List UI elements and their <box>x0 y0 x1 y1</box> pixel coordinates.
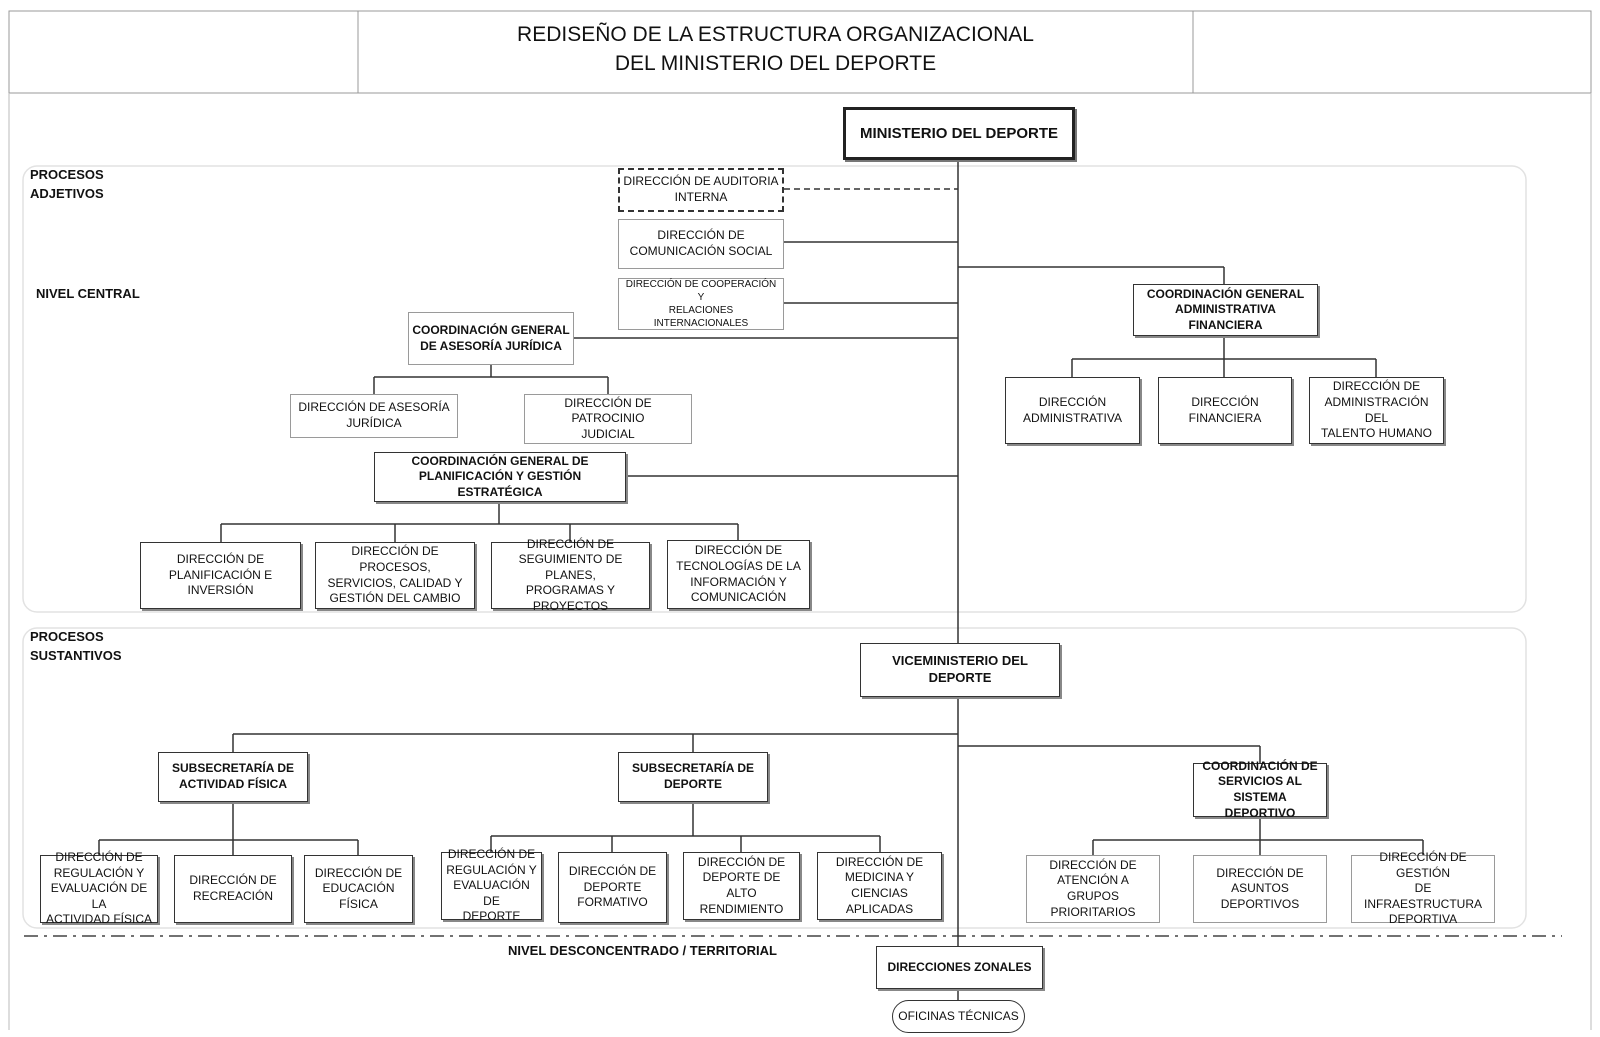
section-label-desconcentrado: NIVEL DESCONCENTRADO / TERRITORIAL <box>508 943 777 958</box>
box-dir-tecnologias: DIRECCIÓN DE TECNOLOGÍAS DE LA INFORMACI… <box>667 540 810 609</box>
box-comunicacion: DIRECCIÓN DE COMUNICACIÓN SOCIAL <box>618 219 784 269</box>
box-dir-planificacion: DIRECCIÓN DE PLANIFICACIÓN E INVERSIÓN <box>140 542 301 609</box>
box-direcciones-zonales: DIRECCIONES ZONALES <box>876 946 1043 989</box>
box-dir-alto-rendimiento: DIRECCIÓN DE DEPORTE DE ALTO RENDIMIENTO <box>683 852 800 920</box>
box-cg-planificacion: COORDINACIÓN GENERAL DE PLANIFICACIÓN Y … <box>374 452 626 502</box>
box-dir-regulacion-deporte: DIRECCIÓN DE REGULACIÓN Y EVALUACIÓN DE … <box>441 847 542 923</box>
box-sub-deporte: SUBSECRETARÍA DE DEPORTE <box>618 752 768 802</box>
box-dir-recreacion: DIRECCIÓN DE RECREACIÓN <box>174 855 292 923</box>
box-dir-infraestructura: DIRECCIÓN DE GESTIÓN DE INFRAESTRUCTURA … <box>1351 850 1495 926</box>
chart-title: REDISEÑO DE LA ESTRUCTURA ORGANIZACIONAL… <box>517 23 1034 76</box>
box-dir-financiera: DIRECCIÓN FINANCIERA <box>1158 377 1292 444</box>
section-label-sustantivos: PROCESOS SUSTANTIVOS <box>30 629 122 663</box>
box-dir-administrativa: DIRECCIÓN ADMINISTRATIVA <box>1005 377 1140 444</box>
box-dir-asesoria-juridica: DIRECCIÓN DE ASESORÍA JURÍDICA <box>290 394 458 438</box>
box-auditoria: DIRECCIÓN DE AUDITORIA INTERNA <box>618 168 784 212</box>
box-cooperacion: DIRECCIÓN DE COOPERACIÓN Y RELACIONES IN… <box>618 278 784 330</box>
section-label-nivel-central: NIVEL CENTRAL <box>36 286 140 301</box>
box-dir-deporte-formativo: DIRECCIÓN DE DEPORTE FORMATIVO <box>558 852 667 923</box>
box-dir-patrocinio: DIRECCIÓN DE PATROCINIO JUDICIAL <box>524 394 692 444</box>
box-cg-administrativa-financiera: COORDINACIÓN GENERAL ADMINISTRATIVA FINA… <box>1133 284 1318 336</box>
box-sub-actividad-fisica: SUBSECRETARÍA DE ACTIVIDAD FÍSICA <box>158 752 308 802</box>
box-dir-asuntos-deportivos: DIRECCIÓN DE ASUNTOS DEPORTIVOS <box>1193 855 1327 923</box>
box-coord-servicios: COORDINACIÓN DE SERVICIOS AL SISTEMA DEP… <box>1193 759 1327 820</box>
box-dir-seguimiento: DIRECCIÓN DE SEGUIMIENTO DE PLANES, PROG… <box>491 537 650 613</box>
box-dir-procesos: DIRECCIÓN DE PROCESOS, SERVICIOS, CALIDA… <box>315 542 475 609</box>
box-dir-educacion-fisica: DIRECCIÓN DE EDUCACIÓN FÍSICA <box>304 855 413 923</box>
box-dir-regulacion-actividad-fisica: DIRECCIÓN DE REGULACIÓN Y EVALUACIÓN DE … <box>40 850 158 926</box>
box-oficinas-tecnicas: OFICINAS TÉCNICAS <box>892 1000 1025 1033</box>
box-cg-juridica: COORDINACIÓN GENERAL DE ASESORÍA JURÍDIC… <box>408 312 574 365</box>
section-label-adjetivos: PROCESOS ADJETIVOS <box>30 167 104 201</box>
box-dir-atencion-grupos: DIRECCIÓN DE ATENCIÓN A GRUPOS PRIORITAR… <box>1026 855 1160 923</box>
box-dir-talento-humano: DIRECCIÓN DE ADMINISTRACIÓN DEL TALENTO … <box>1309 377 1444 444</box>
box-ministerio: MINISTERIO DEL DEPORTE <box>843 107 1075 160</box>
box-viceministerio: VICEMINISTERIO DEL DEPORTE <box>860 643 1060 697</box>
box-dir-medicina: DIRECCIÓN DE MEDICINA Y CIENCIAS APLICAD… <box>817 852 942 920</box>
